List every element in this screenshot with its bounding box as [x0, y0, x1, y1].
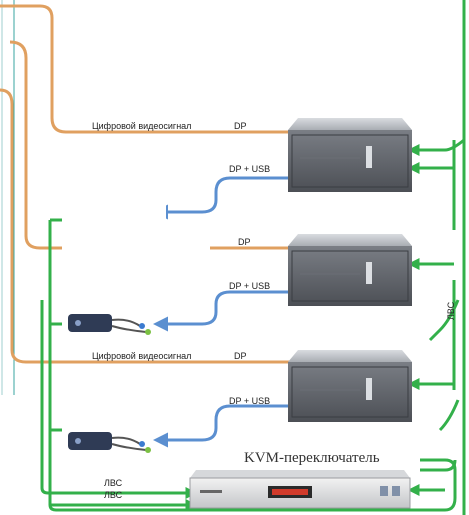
label-lan-vertical: ЛВС: [446, 301, 456, 320]
rack-server-1-icon: [288, 118, 412, 192]
label-dp-1: DP: [234, 121, 247, 131]
label-lan-1: ЛВС: [104, 478, 123, 488]
label-dp-3: DP: [234, 351, 247, 361]
orange-video-cables: [0, 4, 290, 364]
kvm-extender-module-2-icon: [68, 432, 151, 453]
label-dp-usb-3: DP + USB: [229, 396, 271, 406]
label-dp-usb-2: DP + USB: [229, 281, 271, 291]
label-digital-video-3: Цифровой видеосигнал: [92, 351, 192, 361]
rack-server-2-icon: [288, 234, 412, 306]
teal-guide-lines: [1, 0, 15, 395]
label-kvm-switch: KVM-переключатель: [244, 450, 380, 466]
kvm-extender-module-1-icon: [68, 314, 151, 335]
label-lan-2: ЛВС: [104, 490, 123, 500]
label-digital-video-1: Цифровой видеосигнал: [92, 121, 192, 131]
blank-panel-top: [62, 170, 166, 228]
rack-server-3-icon: [288, 350, 412, 422]
blue-dp-usb-cables: [153, 176, 290, 448]
label-dp-2: DP: [238, 237, 251, 247]
label-dp-usb-1: DP + USB: [229, 164, 271, 174]
kvm-switch-icon: [189, 470, 411, 509]
green-lan-cables: [40, 0, 466, 515]
blank-panel-middle: [62, 228, 210, 300]
